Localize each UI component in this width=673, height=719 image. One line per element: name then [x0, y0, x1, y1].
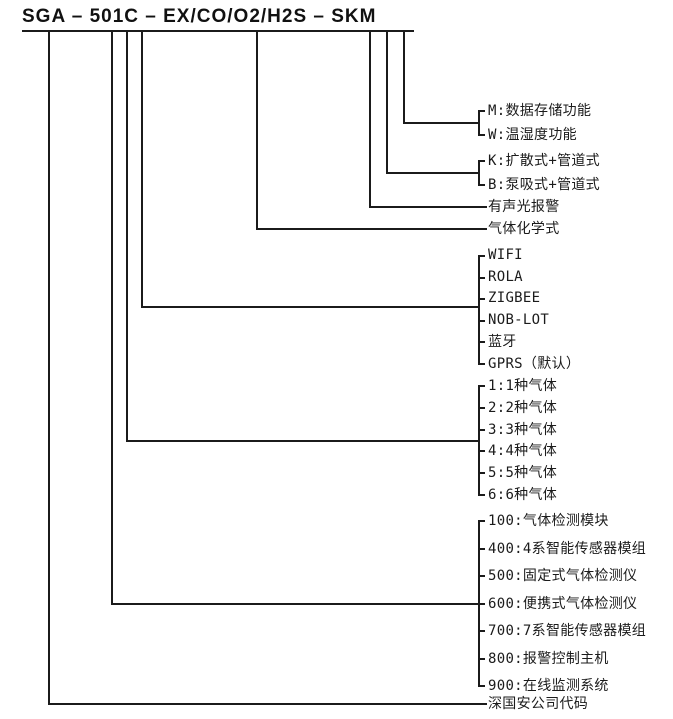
gas-count-label: 2:2种气体 — [488, 400, 558, 416]
gas-count-bracket-line — [478, 385, 480, 496]
sampling-mode-label: B:泵吸式+管道式 — [488, 177, 600, 193]
gas-count-label: 6:6种气体 — [488, 487, 558, 503]
communication-tick-line — [478, 277, 485, 279]
communication-label: ZIGBEE — [488, 290, 541, 306]
storage-function-drop-line — [403, 30, 405, 124]
communication-label: 蓝牙 — [488, 334, 517, 350]
communication-tick-line — [478, 255, 485, 257]
alarm-label: 有声光报警 — [488, 199, 560, 215]
sampling-mode-tick-line — [478, 184, 485, 186]
product-series-label: 100:气体检测模块 — [488, 513, 609, 529]
communication-tick-line — [478, 320, 485, 322]
communication-tick-line — [478, 341, 485, 343]
title-underline — [22, 30, 414, 32]
product-series-tick-line — [478, 548, 485, 550]
gas-count-label: 1:1种气体 — [488, 378, 558, 394]
sampling-mode-bracket-line — [478, 160, 480, 186]
storage-function-tick-line — [478, 134, 485, 136]
company-code-connector-line — [48, 703, 487, 705]
gas-count-connector-line — [126, 440, 480, 442]
gas-formula-drop-line — [256, 30, 258, 230]
model-code-title: SGA – 501C – EX/CO/O2/H2S – SKM — [22, 6, 377, 27]
sampling-mode-tick-line — [478, 160, 485, 162]
sampling-mode-label: K:扩散式+管道式 — [488, 153, 600, 169]
storage-function-label: W:温湿度功能 — [488, 127, 577, 143]
communication-label: GPRS（默认） — [488, 356, 581, 372]
gas-count-drop-line — [126, 30, 128, 442]
gas-formula-connector-line — [256, 228, 487, 230]
communication-label: WIFI — [488, 247, 523, 263]
gas-count-tick-line — [478, 494, 485, 496]
product-series-drop-line — [111, 30, 113, 605]
gas-count-tick-line — [478, 385, 485, 387]
product-series-tick-line — [478, 685, 485, 687]
communication-drop-line — [141, 30, 143, 308]
gas-count-label: 3:3种气体 — [488, 422, 558, 438]
communication-bracket-line — [478, 255, 480, 365]
product-series-label: 600:便携式气体检测仪 — [488, 596, 638, 612]
communication-tick-line — [478, 363, 485, 365]
product-series-label: 900:在线监测系统 — [488, 678, 609, 694]
gas-count-tick-line — [478, 407, 485, 409]
storage-function-tick-line — [478, 110, 485, 112]
product-series-connector-line — [111, 603, 480, 605]
gas-count-tick-line — [478, 450, 485, 452]
communication-tick-line — [478, 298, 485, 300]
gas-count-label: 5:5种气体 — [488, 465, 558, 481]
company-code-drop-line — [48, 30, 50, 705]
product-series-tick-line — [478, 658, 485, 660]
product-series-label: 400:4系智能传感器模组 — [488, 541, 647, 557]
product-series-tick-line — [478, 630, 485, 632]
alarm-drop-line — [369, 30, 371, 208]
storage-function-bracket-line — [478, 110, 480, 136]
gas-formula-label: 气体化学式 — [488, 221, 560, 237]
storage-function-connector-line — [403, 122, 480, 124]
product-series-tick-line — [478, 575, 485, 577]
product-series-label: 500:固定式气体检测仪 — [488, 568, 638, 584]
gas-count-label: 4:4种气体 — [488, 443, 558, 459]
communication-label: ROLA — [488, 269, 523, 285]
gas-count-tick-line — [478, 472, 485, 474]
communication-label: NOB-LOT — [488, 312, 550, 328]
storage-function-label: M:数据存储功能 — [488, 103, 592, 119]
company-code-label: 深国安公司代码 — [488, 696, 589, 712]
gas-count-tick-line — [478, 429, 485, 431]
sampling-mode-connector-line — [386, 172, 480, 174]
communication-connector-line — [141, 306, 480, 308]
product-series-tick-line — [478, 520, 485, 522]
product-series-tick-line — [478, 603, 485, 605]
product-series-label: 700:7系智能传感器模组 — [488, 623, 647, 639]
alarm-connector-line — [369, 206, 487, 208]
product-series-label: 800:报警控制主机 — [488, 651, 609, 667]
sampling-mode-drop-line — [386, 30, 388, 174]
